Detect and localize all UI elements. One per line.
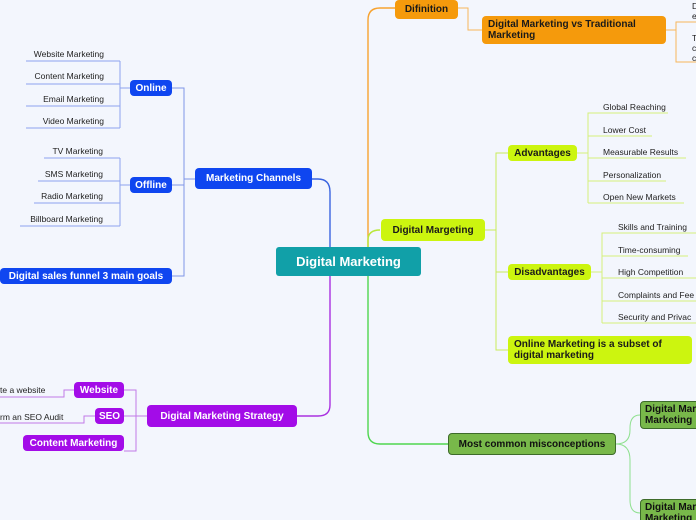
definition-text-1-line-1: D (692, 1, 696, 11)
leaf-global-reaching[interactable]: Global Reaching (603, 102, 666, 112)
leaf-complaints-fee[interactable]: Complaints and Fee (618, 290, 695, 300)
digital-margeting-node[interactable]: Digital Margeting (381, 219, 485, 241)
content-marketing-node[interactable]: Content Marketing (23, 435, 124, 451)
leaf-high-competition[interactable]: High Competition (618, 267, 684, 277)
misconception-item-2[interactable]: Digital Mar Marketing (640, 499, 696, 520)
misconceptions-node[interactable]: Most common misconceptions (448, 433, 616, 455)
website-node[interactable]: Website (74, 382, 124, 398)
seo-node[interactable]: SEO (95, 408, 124, 424)
leaf-sms-marketing[interactable]: SMS Marketing (44, 169, 103, 179)
definition-node[interactable]: Difinition (395, 0, 458, 19)
leaf-personalization[interactable]: Personalization (603, 170, 662, 180)
definition-text-2-line-2: c (692, 43, 696, 53)
leaf-open-new-markets[interactable]: Open New Markets (603, 192, 676, 202)
leaf-billboard-marketing[interactable]: Billboard Marketing (30, 214, 103, 224)
leaf-website-marketing[interactable]: Website Marketing (33, 49, 104, 59)
leaf-create-website[interactable]: te a website (0, 385, 46, 395)
leaf-email-marketing[interactable]: Email Marketing (43, 94, 104, 104)
misconception-item-1[interactable]: Digital Mar Marketing (640, 401, 696, 429)
strategy-node[interactable]: Digital Marketing Strategy (147, 405, 297, 427)
leaf-content-marketing[interactable]: Content Marketing (34, 71, 104, 81)
digital-vs-traditional-node[interactable]: Digital Marketing vs Traditional Marketi… (482, 16, 666, 44)
sales-funnel-node[interactable]: Digital sales funnel 3 main goals (0, 268, 172, 284)
online-node[interactable]: Online (130, 80, 172, 96)
marketing-channels-node[interactable]: Marketing Channels (195, 168, 312, 189)
leaf-lower-cost[interactable]: Lower Cost (603, 125, 646, 135)
central-topic[interactable]: Digital Marketing (276, 247, 421, 276)
leaf-tv-marketing[interactable]: TV Marketing (52, 146, 103, 156)
advantages-node[interactable]: Advantages (508, 145, 577, 161)
leaf-definition-text-1[interactable]: D e (692, 1, 696, 21)
leaf-measurable-results[interactable]: Measurable Results (603, 147, 679, 157)
definition-text-1-line-2: e (692, 11, 696, 21)
leaf-time-consuming[interactable]: Time-consuming (618, 245, 681, 255)
online-subset-node[interactable]: Online Marketing is a subset of digital … (508, 336, 692, 364)
definition-text-2-line-3: c (692, 53, 696, 63)
disadvantages-node[interactable]: Disadvantages (508, 264, 591, 280)
leaf-video-marketing[interactable]: Video Marketing (42, 116, 104, 126)
definition-text-2-line-1: T (692, 33, 696, 43)
offline-node[interactable]: Offline (130, 177, 172, 193)
leaf-seo-audit[interactable]: rm an SEO Audit (0, 412, 64, 422)
leaf-definition-text-2[interactable]: T c c (692, 33, 696, 63)
leaf-security-privacy[interactable]: Security and Privac (618, 312, 692, 322)
leaf-skills-training[interactable]: Skills and Training (618, 222, 687, 232)
leaf-radio-marketing[interactable]: Radio Marketing (41, 191, 103, 201)
